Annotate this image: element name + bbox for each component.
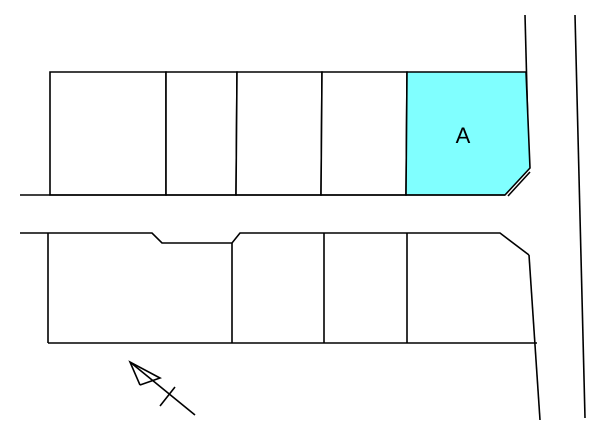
street-edge-south <box>20 232 530 256</box>
road-edge-inner-south <box>528 254 541 421</box>
lot-a[interactable] <box>405 71 531 196</box>
north-arrow-icon <box>128 360 196 416</box>
lot-north-3[interactable] <box>235 71 323 196</box>
lot-north-4[interactable] <box>320 71 408 196</box>
lot-a-corner-edge <box>507 171 531 197</box>
road-edge-outer <box>574 14 586 419</box>
lot-a-label: A <box>456 123 471 148</box>
lot-north-2[interactable] <box>165 71 238 196</box>
lot-north-1[interactable] <box>49 71 167 196</box>
